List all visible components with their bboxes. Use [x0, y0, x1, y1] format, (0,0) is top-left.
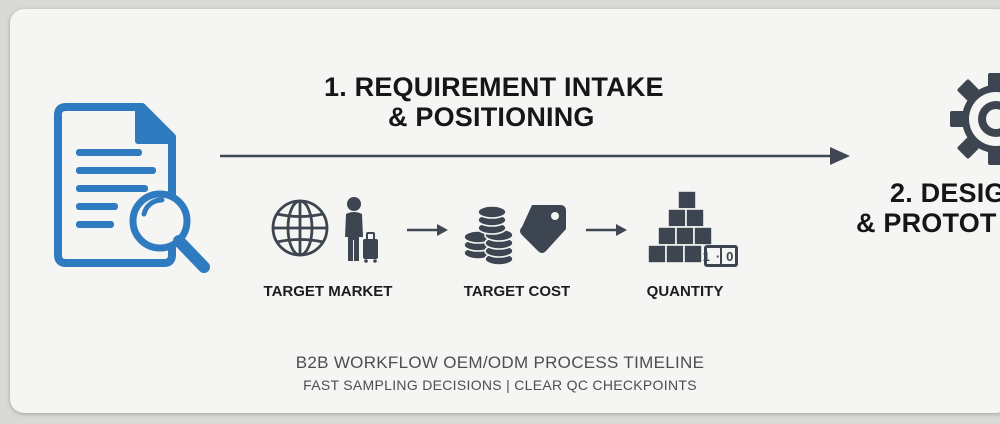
process-card: 1. REQUIREMENT INTAKE & POSITIONING 2. D… [10, 9, 1000, 413]
label-target-market: TARGET MARKET [263, 283, 393, 300]
step2-title-line1: 2. DESIG [890, 178, 1000, 208]
quantity-counter-text: 1·0 [703, 249, 740, 264]
footer-subtitle: FAST SAMPLING DECISIONS | CLEAR QC CHECK… [303, 377, 697, 393]
small-arrow-2 [586, 224, 627, 236]
timeline-arrow [220, 147, 850, 165]
globe-traveler-icon [271, 197, 378, 263]
label-target-cost: TARGET COST [463, 283, 571, 300]
small-arrow-1 [407, 224, 448, 236]
step1-title-line1: 1. REQUIREMENT INTAKE [324, 72, 664, 102]
footer-title: B2B WORKFLOW OEM/ODM PROCESS TIMELINE [295, 353, 705, 372]
step1-title-line2: & POSITIONING [388, 102, 595, 132]
coins-price-tag-icon [463, 205, 566, 266]
label-quantity: QUANTITY [646, 283, 724, 300]
gear-icon [950, 73, 1000, 165]
boxes-counter-icon: 1·0 [647, 190, 740, 267]
document-search-icon [54, 103, 210, 273]
step2-title-line2: & PROTOT [856, 208, 997, 238]
